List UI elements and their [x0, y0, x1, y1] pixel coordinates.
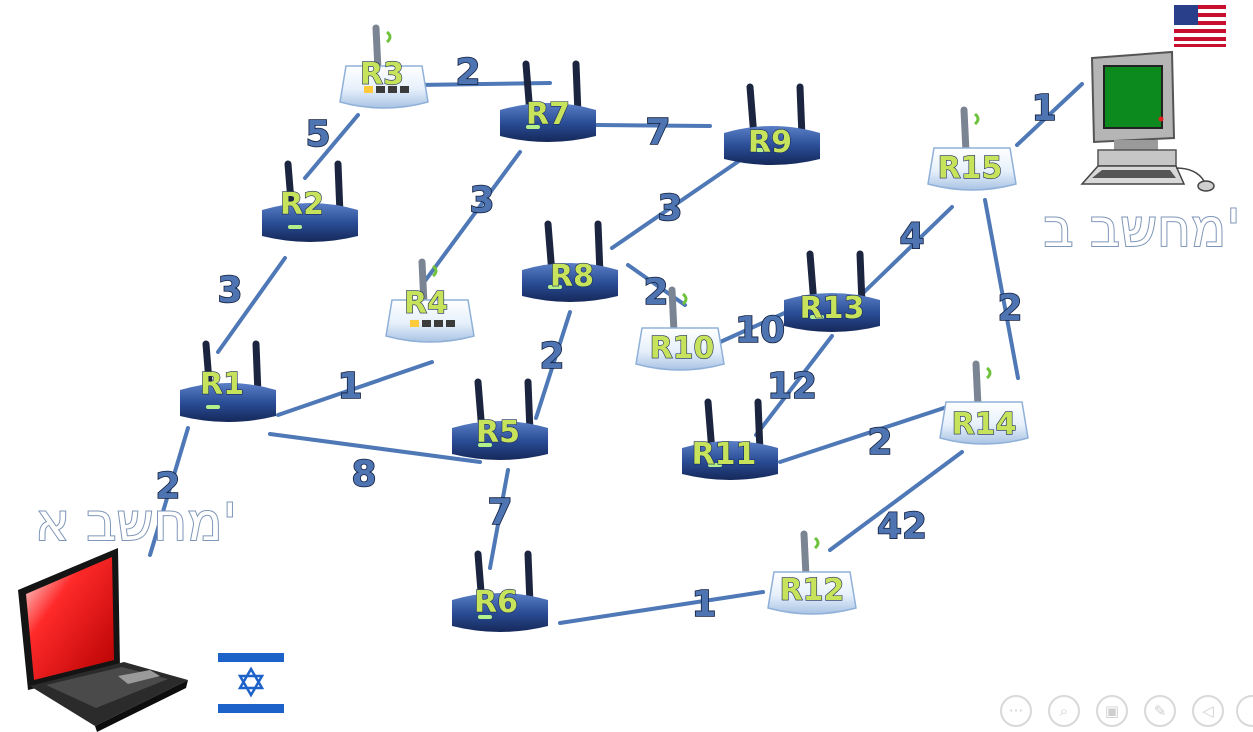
router-r10[interactable] [635, 286, 725, 371]
weight-R5-R6: 7 [487, 492, 512, 533]
link-R15-R14 [983, 198, 1020, 380]
slides-icon[interactable]: ▣ [1096, 695, 1128, 727]
links-layer [148, 81, 1084, 625]
router-r4-label: R4 [404, 286, 448, 321]
link-R11-R14 [778, 404, 952, 464]
router-r3[interactable] [339, 24, 429, 109]
weight-R15-R14: 2 [997, 288, 1022, 329]
router-r14[interactable] [939, 360, 1029, 445]
link-R6-R12 [558, 590, 765, 625]
weight-R9-R8: 3 [657, 188, 682, 229]
link-R9-R8 [610, 150, 754, 250]
weight-R1-R4: 1 [337, 366, 362, 407]
weight-R8-R5: 2 [539, 336, 564, 377]
previous-icon[interactable]: ◁ [1192, 695, 1224, 727]
router-r1-label: R1 [200, 367, 244, 402]
weight-R15-R13: 4 [899, 216, 924, 257]
weight-R12-R14: 42 [877, 506, 927, 547]
router-r8[interactable] [522, 220, 618, 302]
weight-R10-R13: 10 [735, 310, 785, 351]
link-R1-R5 [268, 432, 482, 464]
link-R1-R4 [276, 360, 434, 417]
zoom-icon[interactable]: ⌕ [1048, 695, 1080, 727]
router-r11[interactable] [682, 398, 778, 480]
router-r7[interactable] [500, 60, 596, 142]
router-r5-label: R5 [476, 415, 520, 450]
link-R12-R14 [828, 450, 964, 552]
router-r9-label: R9 [748, 125, 792, 160]
host-a-label: מחשב א' [35, 493, 237, 553]
link-R5-R6 [488, 468, 510, 570]
weight-R3-R7: 2 [455, 52, 480, 93]
router-r12-label: R12 [780, 573, 845, 608]
router-r6[interactable] [452, 550, 548, 632]
link-R15-R13 [858, 205, 954, 298]
weight-R2-R3: 5 [305, 114, 330, 155]
router-r2-label: R2 [280, 187, 324, 222]
router-r6-label: R6 [474, 585, 518, 620]
link-R7-R4 [420, 150, 522, 287]
router-r13-label: R13 [800, 291, 865, 326]
router-r2[interactable] [262, 160, 358, 242]
router-r7-label: R7 [526, 97, 570, 132]
link-R2-R3 [303, 113, 360, 180]
router-r15[interactable] [927, 106, 1017, 191]
link-R13-R11 [754, 334, 834, 437]
router-r1[interactable] [180, 340, 276, 422]
router-r10-label: R10 [650, 331, 715, 366]
link-R15-hostB [1015, 82, 1084, 147]
weight-R1-R5: 8 [351, 454, 376, 495]
router-r14-label: R14 [952, 407, 1017, 442]
pen-icon[interactable]: ✎ [1144, 695, 1176, 727]
router-r9[interactable] [724, 83, 820, 165]
weight-R7-R9: 7 [645, 112, 670, 153]
weight-R11-R14: 2 [867, 422, 892, 463]
link-R8-R5 [534, 310, 572, 420]
router-r3-label: R3 [360, 57, 404, 92]
weight-R6-R12: 1 [691, 584, 716, 625]
desktop-computer-icon[interactable] [1080, 50, 1215, 192]
weight-R13-R11: 12 [767, 366, 817, 407]
weight-R15-hostB: 1 [1031, 88, 1056, 129]
weight-R7-R4: 3 [469, 180, 494, 221]
router-r11-label: R11 [692, 437, 757, 472]
weight-R1-R2: 3 [217, 270, 242, 311]
router-r13[interactable] [784, 250, 880, 332]
router-r4[interactable] [385, 258, 475, 343]
router-r12[interactable] [767, 530, 857, 615]
router-r15-label: R15 [938, 151, 1003, 186]
weight-R8-R10: 2 [643, 272, 668, 313]
israel-flag-icon [218, 650, 284, 716]
laptop-icon[interactable] [18, 548, 188, 732]
router-r5[interactable] [452, 378, 548, 460]
link-R1-R2 [216, 256, 287, 354]
link-R7-R9 [595, 123, 712, 128]
usa-flag-icon [1174, 5, 1226, 47]
link-hostA-R1 [148, 426, 190, 557]
host-b-label: מחשב ב' [1043, 199, 1240, 259]
weight-hostA-R1: 2 [155, 466, 180, 507]
more-options-icon[interactable]: ··· [1000, 695, 1032, 727]
router-r8-label: R8 [550, 259, 594, 294]
